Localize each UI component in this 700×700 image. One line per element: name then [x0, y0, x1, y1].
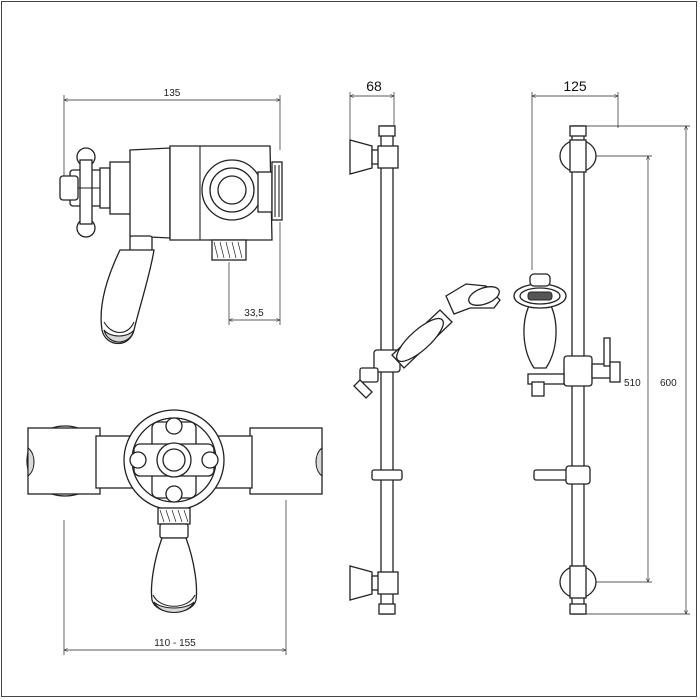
dim-valve-width: 135	[164, 88, 181, 99]
valve-front-view: 110 - 155	[26, 409, 323, 655]
dim-kit-width: 125	[563, 78, 587, 94]
dim-riser-length: 600	[660, 378, 677, 389]
dim-riser-centres: 510	[624, 378, 641, 389]
dim-kit-depth: 68	[366, 78, 382, 94]
threaded-outlet	[211, 239, 247, 261]
lever-handle	[100, 235, 155, 345]
shower-kit-side-view: 68	[349, 78, 501, 615]
valve-body	[129, 145, 283, 241]
shower-kit-front-view: 125	[513, 78, 690, 615]
cross-handle	[59, 147, 133, 238]
valve-side-view: 135	[59, 88, 283, 345]
dim-outlet-offset: 33,5	[244, 308, 264, 319]
dim-centres: 110 - 155	[154, 638, 196, 649]
